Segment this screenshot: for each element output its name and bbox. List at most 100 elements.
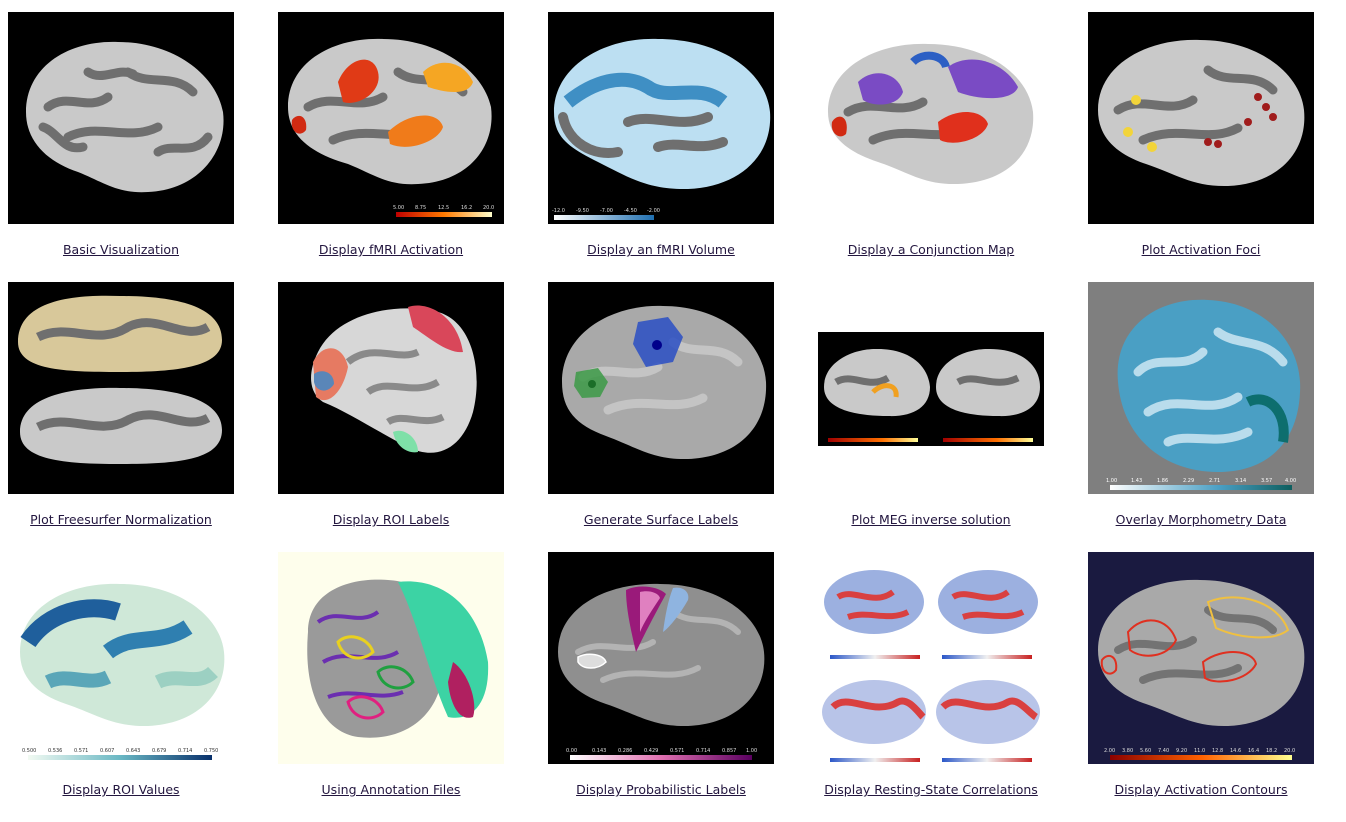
caption-generate-surface-labels[interactable]: Generate Surface Labels [583,512,739,527]
colorbar-tick: 20.0 [483,205,494,211]
brain-morphometry-image: 1.00 1.43 1.86 2.29 2.71 3.14 3.57 4.00 [1088,282,1314,494]
thumbnail-plot-meg-inverse-solution[interactable] [818,282,1044,494]
brain-surface-labels-image [548,282,774,494]
caption-plot-meg-inverse-solution[interactable]: Plot MEG inverse solution [851,512,1011,527]
colorbar-tick: 14.6 [1230,748,1241,754]
colorbar-tick: -7.00 [600,208,613,214]
caption-display-activation-contours[interactable]: Display Activation Contours [1114,782,1288,797]
brain-activation-image: 5.00 8.75 12.5 16.2 20.0 [278,12,504,224]
colorbar [942,655,1032,659]
caption-display-fmri-activation[interactable]: Display fMRI Activation [318,242,464,257]
colorbar-tick: 1.00 [1106,478,1117,484]
brain-conjunction-image [818,12,1044,224]
caption-basic-visualization[interactable]: Basic Visualization [62,242,180,257]
colorbar-tick: 1.00 [746,748,757,754]
thumbnail-display-conjunction-map[interactable] [818,12,1044,224]
colorbar-tick: 0.750 [204,748,218,754]
colorbar-tick: 0.714 [696,748,710,754]
thumbnail-using-annotation-files[interactable] [278,552,504,764]
thumbnail-display-probabilistic-labels[interactable]: 0.00 0.143 0.286 0.429 0.571 0.714 0.857… [548,552,774,764]
colorbar-tick: 7.40 [1158,748,1169,754]
colorbar-tick: 0.00 [566,748,577,754]
colorbar-tick: 0.571 [74,748,88,754]
thumbnail-basic-visualization[interactable] [8,12,234,224]
colorbar-tick: 1.43 [1131,478,1142,484]
colorbar [830,758,920,762]
colorbar-tick: 2.00 [1104,748,1115,754]
colorbar [554,215,654,220]
brain-meg-image [818,282,1044,494]
colorbar [28,755,212,760]
brain-roi-labels-image [278,282,504,494]
thumbnail-plot-activation-foci[interactable] [1088,12,1314,224]
colorbar-tick: 3.57 [1261,478,1272,484]
colorbar-tick: 18.2 [1266,748,1277,754]
caption-display-probabilistic-labels[interactable]: Display Probabilistic Labels [576,782,746,797]
caption-display-resting-state-correlations[interactable]: Display Resting-State Correlations [824,782,1038,797]
colorbar [1110,755,1292,760]
brain-surface-image [8,12,234,224]
colorbar-tick: 9.20 [1176,748,1187,754]
thumbnail-overlay-morphometry-data[interactable]: 1.00 1.43 1.86 2.29 2.71 3.14 3.57 4.00 [1088,282,1314,494]
colorbar [942,758,1032,762]
colorbar-tick: 12.8 [1212,748,1223,754]
caption-plot-freesurfer-normalization[interactable]: Plot Freesurfer Normalization [30,512,212,527]
colorbar-tick: 4.00 [1285,478,1296,484]
colorbar-tick: -9.50 [576,208,589,214]
thumbnail-plot-freesurfer-normalization[interactable] [8,282,234,494]
caption-display-roi-labels[interactable]: Display ROI Labels [332,512,450,527]
brain-annotation-image [278,552,504,764]
brain-normalization-image [8,282,234,494]
colorbar-tick: 3.14 [1235,478,1246,484]
colorbar-tick: 8.75 [415,205,426,211]
colorbar-tick: 20.0 [1284,748,1295,754]
brain-resting-state-image [818,552,1044,764]
caption-overlay-morphometry-data[interactable]: Overlay Morphometry Data [1115,512,1287,527]
colorbar-tick: -2.00 [647,208,660,214]
colorbar-tick: 0.571 [670,748,684,754]
thumbnail-display-fmri-volume[interactable]: -12.0 -9.50 -7.00 -4.50 -2.00 [548,12,774,224]
colorbar-tick: 11.0 [1194,748,1205,754]
colorbar [943,438,1033,442]
colorbar [396,212,492,217]
caption-display-conjunction-map[interactable]: Display a Conjunction Map [847,242,1015,257]
brain-roi-values-image: 0.500 0.536 0.571 0.607 0.643 0.679 0.71… [8,552,234,764]
thumbnail-display-resting-state-correlations[interactable] [818,552,1044,764]
colorbar [1110,485,1292,490]
caption-display-roi-values[interactable]: Display ROI Values [62,782,180,797]
thumbnail-generate-surface-labels[interactable] [548,282,774,494]
caption-using-annotation-files[interactable]: Using Annotation Files [321,782,461,797]
colorbar-tick: 0.429 [644,748,658,754]
colorbar-tick: 12.5 [438,205,449,211]
colorbar-tick: 0.714 [178,748,192,754]
brain-contours-image: 2.00 3.80 5.60 7.40 9.20 11.0 12.8 14.6 … [1088,552,1314,764]
thumbnail-display-roi-labels[interactable] [278,282,504,494]
colorbar-tick: 0.536 [48,748,62,754]
caption-plot-activation-foci[interactable]: Plot Activation Foci [1141,242,1261,257]
colorbar-tick: 5.60 [1140,748,1151,754]
thumbnail-display-fmri-activation[interactable]: 5.00 8.75 12.5 16.2 20.0 [278,12,504,224]
brain-probabilistic-image: 0.00 0.143 0.286 0.429 0.571 0.714 0.857… [548,552,774,764]
thumbnail-display-roi-values[interactable]: 0.500 0.536 0.571 0.607 0.643 0.679 0.71… [8,552,234,764]
colorbar-tick: -4.50 [624,208,637,214]
colorbar-tick: 0.857 [722,748,736,754]
colorbar-tick: 0.607 [100,748,114,754]
colorbar-tick: 16.4 [1248,748,1259,754]
colorbar-tick: 0.143 [592,748,606,754]
colorbar-tick: 0.643 [126,748,140,754]
colorbar-tick: 0.679 [152,748,166,754]
brain-volume-image: -12.0 -9.50 -7.00 -4.50 -2.00 [548,12,774,224]
colorbar-tick: 0.286 [618,748,632,754]
colorbar [570,755,752,760]
colorbar-tick: -12.0 [552,208,565,214]
colorbar-tick: 16.2 [461,205,472,211]
colorbar-tick: 3.80 [1122,748,1133,754]
colorbar-tick: 0.500 [22,748,36,754]
colorbar [828,438,918,442]
caption-display-fmri-volume[interactable]: Display an fMRI Volume [587,242,735,257]
colorbar [830,655,920,659]
thumbnail-display-activation-contours[interactable]: 2.00 3.80 5.60 7.40 9.20 11.0 12.8 14.6 … [1088,552,1314,764]
colorbar-tick: 2.71 [1209,478,1220,484]
brain-foci-image [1088,12,1314,224]
